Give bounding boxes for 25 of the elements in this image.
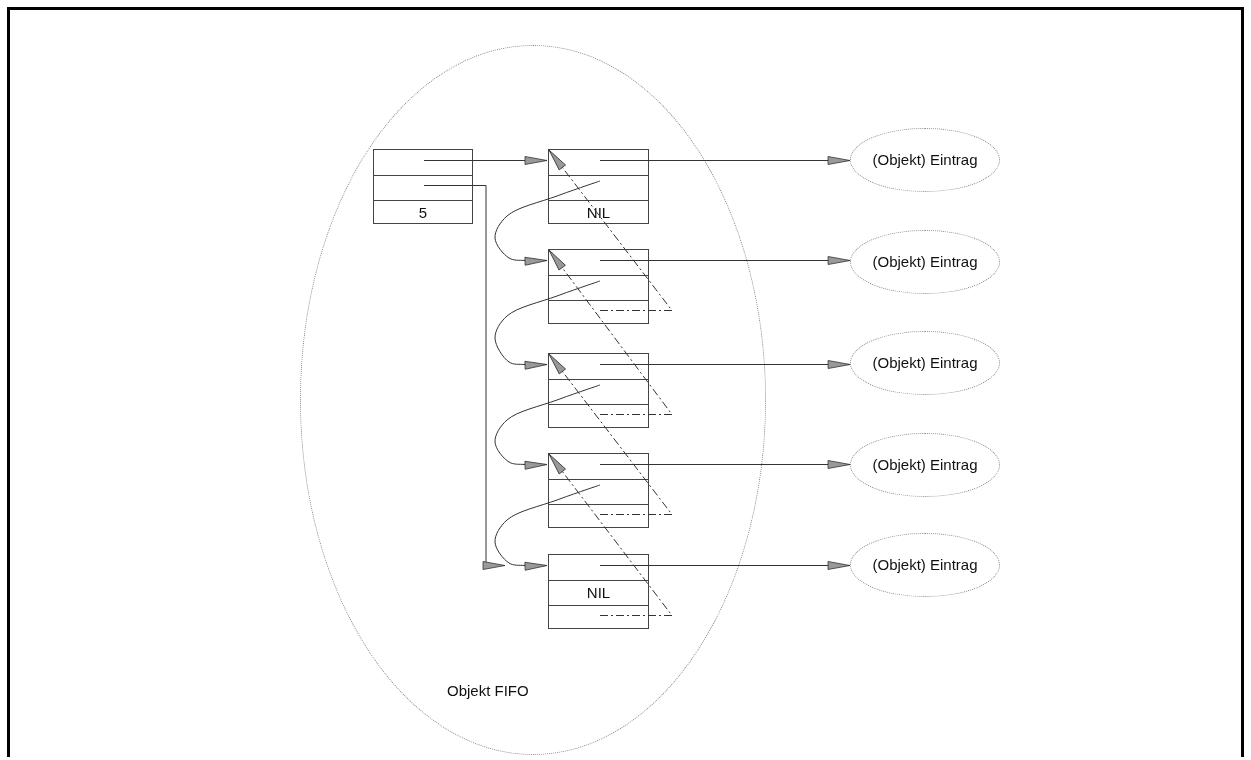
entry-label: (Objekt) Eintrag <box>871 557 979 573</box>
pointer-arrow <box>423 156 548 165</box>
cell-value: 5 <box>417 205 429 221</box>
entry-label: (Objekt) Eintrag <box>871 254 979 270</box>
pointer-arrow <box>599 360 851 369</box>
record-box <box>373 149 473 224</box>
back-pointer-arrow <box>548 149 673 311</box>
record-box <box>548 149 649 224</box>
back-pointer-arrow <box>548 249 673 415</box>
record-box <box>548 249 649 324</box>
pointer-arrow <box>494 280 601 370</box>
container-label: Objekt FIFO <box>446 683 530 699</box>
cell-value: NIL <box>585 205 612 221</box>
record-box <box>548 353 649 428</box>
entry-label: (Objekt) Eintrag <box>871 457 979 473</box>
entry-label: (Objekt) Eintrag <box>871 355 979 371</box>
record-box <box>548 554 649 629</box>
pointer-arrow <box>494 484 601 571</box>
entry-label: (Objekt) Eintrag <box>871 152 979 168</box>
pointer-arrow <box>599 561 851 570</box>
pointer-arrow <box>494 180 601 266</box>
cell-value: NIL <box>585 585 612 601</box>
pointer-arrow <box>599 460 851 469</box>
record-box <box>548 453 649 528</box>
pointer-arrow <box>494 384 601 470</box>
